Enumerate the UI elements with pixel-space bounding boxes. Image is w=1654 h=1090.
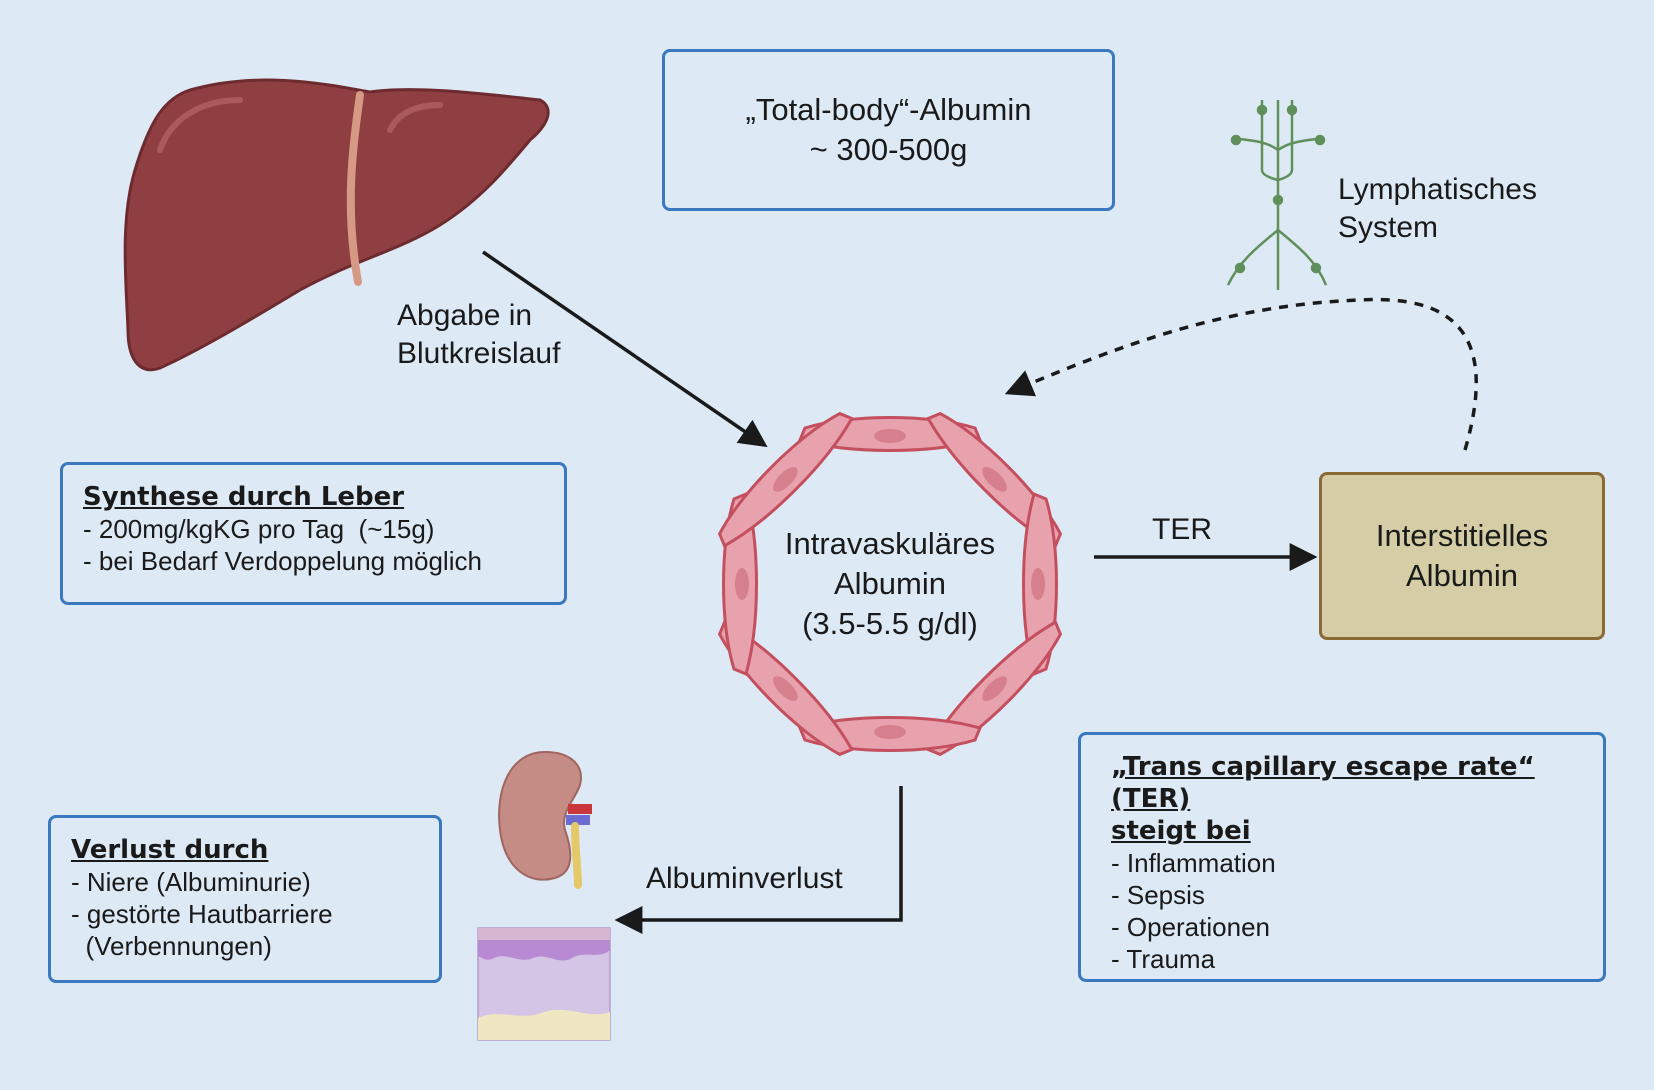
intravascular-line-2: Albumin — [834, 566, 946, 601]
release-line-2: Blutkreislauf — [397, 337, 561, 370]
lymphatic-system-label: Lymphatisches System — [1338, 171, 1537, 247]
lymph-line-2: System — [1338, 211, 1439, 244]
synthesis-item: - bei Bedarf Verdoppelung möglich — [83, 546, 482, 576]
lymph-return-arrow — [1004, 297, 1478, 451]
interstitial-albumin-box: Interstitielles Albumin — [1319, 472, 1605, 640]
release-line-1: Abgabe in — [397, 299, 533, 332]
ter-heading-2: steigt bei — [1111, 816, 1251, 846]
loss-item: - Niere (Albuminurie) — [71, 867, 311, 897]
intravascular-line-3: (3.5-5.5 g/dl) — [802, 606, 978, 641]
intravascular-albumin-label: Intravaskuläres Albumin (3.5-5.5 g/dl) — [740, 524, 1040, 644]
loss-item: (Verbennungen) — [71, 931, 272, 961]
lymph-line-1: Lymphatisches — [1338, 173, 1537, 206]
ter-conditions-box: „Trans capillary escape rate“ (TER) stei… — [1078, 732, 1606, 982]
total-body-albumin-box: „Total-body“-Albumin ~ 300-500g — [662, 49, 1115, 211]
lymphatic-system-icon — [1226, 100, 1328, 290]
skin-icon — [477, 927, 611, 1041]
loss-item: - gestörte Hautbarriere — [71, 899, 333, 929]
synthesis-item: - 200mg/kgKG pro Tag (~15g) — [83, 514, 435, 544]
total-body-title: „Total-body“-Albumin — [745, 92, 1032, 127]
ter-heading-1: „Trans capillary escape rate“ (TER) — [1111, 752, 1535, 814]
loss-box: Verlust durch - Niere (Albuminurie) - ge… — [48, 815, 442, 983]
total-body-amount: ~ 300-500g — [809, 132, 968, 167]
synthesis-box: Synthese durch Leber - 200mg/kgKG pro Ta… — [60, 462, 567, 605]
ter-item: - Inflammation — [1111, 848, 1276, 878]
release-arrow — [482, 250, 768, 448]
ter-item: - Trauma — [1111, 944, 1216, 974]
ter-label: TER — [1152, 513, 1212, 546]
synthesis-heading: Synthese durch Leber — [83, 482, 405, 512]
interstitial-line-2: Albumin — [1406, 558, 1518, 593]
ter-item: - Sepsis — [1111, 880, 1205, 910]
intravascular-line-1: Intravaskuläres — [784, 526, 996, 561]
liver-icon — [123, 78, 550, 372]
blood-vessel-icon — [717, 411, 1063, 757]
loss-arrow — [614, 786, 903, 934]
ter-item: - Operationen — [1111, 912, 1270, 942]
albumin-loss-label: Albuminverlust — [646, 862, 843, 895]
release-label: Abgabe in Blutkreislauf — [397, 297, 560, 373]
loss-heading: Verlust durch — [71, 835, 269, 865]
kidney-icon — [498, 750, 592, 889]
interstitial-line-1: Interstitielles — [1375, 518, 1549, 553]
